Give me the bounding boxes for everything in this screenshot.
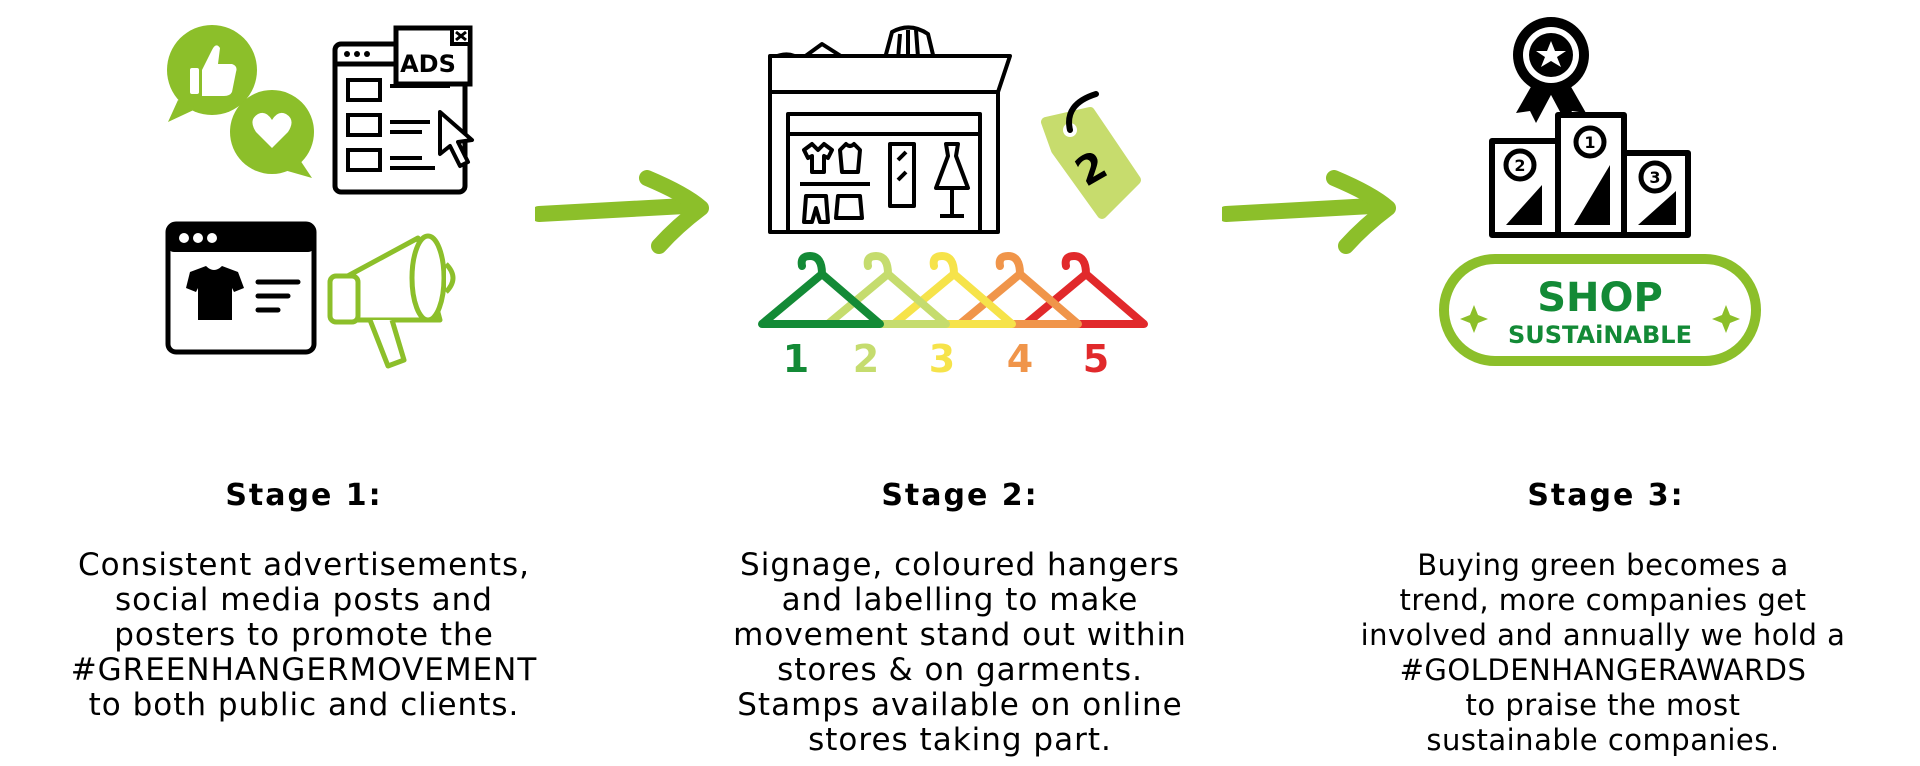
arrow-right-icon-2	[1222, 170, 1396, 254]
hanger-label-1: 1	[783, 337, 809, 380]
award-medal-icon	[1513, 17, 1589, 123]
stage2-line: Stamps available on online	[737, 687, 1183, 723]
hanger-label-3: 3	[929, 337, 955, 380]
thumbs-up-bubble-icon	[167, 25, 257, 122]
hanger-4-icon	[956, 252, 1082, 328]
ads-label: ADS	[400, 50, 456, 78]
podium-place-1: 1	[1584, 133, 1595, 152]
heart-bubble-icon	[230, 90, 314, 178]
stage3-line: involved and annually we hold a	[1360, 618, 1846, 652]
hanger-2-icon	[824, 252, 950, 328]
stage1-heading: Stage 1:	[225, 478, 383, 513]
stage2-line: stores taking part.	[808, 722, 1112, 758]
stage1-illustration: ADS	[165, 25, 474, 369]
stage3-line: sustainable companies.	[1426, 723, 1780, 757]
shop-webpage-icon	[165, 221, 317, 355]
hanger-3-icon	[890, 252, 1016, 328]
stage3-line: trend, more companies get	[1399, 583, 1807, 617]
ads-webpage-icon: ADS	[332, 25, 474, 195]
stage3-heading: Stage 3:	[1527, 478, 1685, 513]
stage1-line: posters to promote the	[114, 617, 494, 653]
cursor-icon	[438, 110, 474, 168]
stage2-line: Signage, coloured hangers	[740, 547, 1180, 583]
stage3-line: #GOLDENHANGERAWARDS	[1399, 653, 1807, 687]
hanger-label-2: 2	[853, 337, 879, 380]
stage1-description: Consistent advertisements, social media …	[0, 548, 624, 723]
stage2-line: and labelling to make	[781, 582, 1139, 618]
arrow-right-icon	[535, 170, 709, 254]
sparkle-icon	[1460, 305, 1488, 333]
stage1-line: to both public and clients.	[88, 687, 520, 723]
megaphone-icon	[327, 233, 456, 369]
stage3-description: Buying green becomes a trend, more compa…	[1283, 548, 1920, 758]
stage2-heading: Stage 2:	[881, 478, 1039, 513]
stage2-description: Signage, coloured hangers and labelling …	[640, 548, 1280, 758]
stage1-line: Consistent advertisements,	[78, 547, 530, 583]
podium-place-2: 2	[1514, 156, 1525, 175]
stage1-line: #GREENHANGERMOVEMENT	[70, 652, 538, 688]
sparkle-icon	[1712, 305, 1740, 333]
badge-shop-text: SHOP	[1537, 275, 1663, 321]
hanger-label-5: 5	[1083, 337, 1109, 380]
podium-place-3: 3	[1649, 168, 1660, 187]
stage2-illustration: 2 1 2 3 4 5	[758, 25, 1148, 380]
stage3-line: to praise the most	[1465, 688, 1741, 722]
stage2-line: movement stand out within	[733, 617, 1187, 653]
clothing-store-icon	[768, 25, 1012, 234]
stage3-line: Buying green becomes a	[1417, 548, 1789, 582]
stage1-line: social media posts and	[115, 582, 493, 618]
price-tag-icon: 2	[1041, 91, 1141, 219]
badge-sustainable-text: SUSTAiNABLE	[1508, 321, 1692, 349]
shop-sustainable-badge: SHOP SUSTAiNABLE	[1439, 254, 1761, 366]
stage3-illustration: 2 1 3 SHOP SUSTAiNABLE	[1439, 17, 1761, 366]
stage2-line: stores & on garments.	[777, 652, 1143, 688]
hanger-row	[758, 252, 1148, 328]
hanger-label-4: 4	[1007, 337, 1033, 380]
hanger-1-icon	[758, 252, 884, 328]
hanger-5-icon	[1022, 252, 1148, 328]
